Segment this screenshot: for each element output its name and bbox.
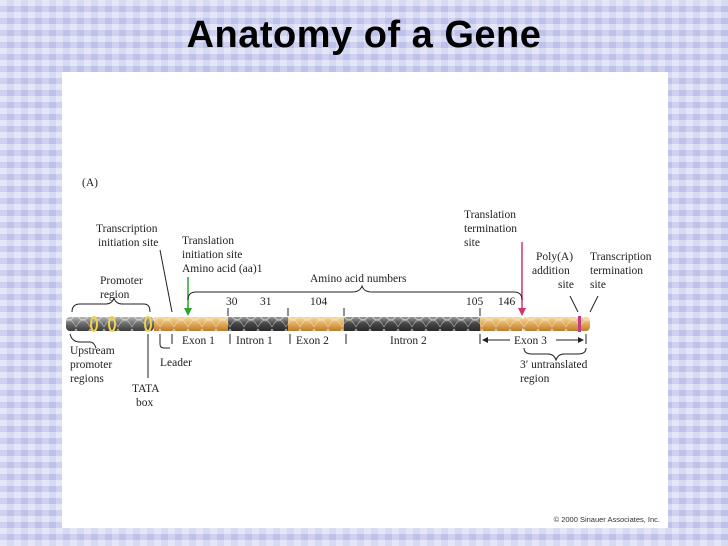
translation-initiation-label: initiation site xyxy=(182,249,242,261)
transcription-termination-pointer xyxy=(589,295,599,313)
transcription-termination-label: termination xyxy=(590,265,643,277)
upstream-label: promoter xyxy=(70,359,112,371)
slide-title: Anatomy of a Gene xyxy=(186,14,542,56)
polya-pointer xyxy=(569,295,579,313)
polya-label: site xyxy=(558,279,574,291)
dna-strand xyxy=(66,316,590,332)
intron2-label: Intron 2 xyxy=(390,335,427,347)
tata-label: box xyxy=(136,397,154,409)
aa-105-label: 105 xyxy=(466,296,484,308)
transcription-initiation-label: initiation site xyxy=(98,237,158,249)
figure-panel: (A) Transcription initiation site Transl… xyxy=(62,72,668,528)
translation-termination-label: Translation xyxy=(464,209,516,221)
panel-label: (A) xyxy=(82,177,98,189)
tata-label: TATA xyxy=(132,383,160,395)
aa-31-label: 31 xyxy=(260,296,272,308)
promoter-ring xyxy=(90,316,98,332)
copyright-notice: © 2000 Sinauer Associates, Inc. xyxy=(553,515,660,524)
leader-label: Leader xyxy=(160,357,192,369)
polya-label: addition xyxy=(532,265,570,277)
promoter-region-label: region xyxy=(100,289,130,301)
translation-initiation-arrowhead xyxy=(184,308,192,316)
promoter-ring xyxy=(144,316,152,332)
translation-termination-arrowhead xyxy=(518,308,526,316)
exon1-label: Exon 1 xyxy=(182,335,215,347)
promoter-bracket xyxy=(71,296,151,313)
polya-mark xyxy=(578,316,581,332)
exon2-label: Exon 2 xyxy=(296,335,329,347)
transcription-initiation-label: Transcription xyxy=(96,223,158,235)
intron1-label: Intron 1 xyxy=(236,335,273,347)
translation-termination-label: termination xyxy=(464,223,517,235)
utr-bracket xyxy=(523,347,587,362)
utr-label: region xyxy=(520,373,550,385)
transcription-termination-label: Transcription xyxy=(590,251,652,263)
upstream-bracket xyxy=(69,333,97,349)
translation-termination-label: site xyxy=(464,237,480,249)
upstream-label: Upstream xyxy=(70,345,115,357)
aa-30-label: 30 xyxy=(226,296,238,308)
polya-label: Poly(A) xyxy=(536,251,573,263)
leader-bracket xyxy=(159,334,170,349)
exon3-right-arrowhead xyxy=(578,337,584,343)
exon3-label: Exon 3 xyxy=(514,335,547,347)
amino-acid-numbers-label: Amino acid numbers xyxy=(310,273,407,285)
amino-acid-1-label: Amino acid (aa)1 xyxy=(182,263,263,275)
aa-104-label: 104 xyxy=(310,296,328,308)
transcription-termination-label: site xyxy=(590,279,606,291)
utr-label: 3′ untranslated xyxy=(520,359,588,371)
upstream-label: regions xyxy=(70,373,104,385)
translation-initiation-label: Translation xyxy=(182,235,234,247)
aa-146-label: 146 xyxy=(498,296,516,308)
amino-acid-bracket xyxy=(187,284,523,301)
transcription-initiation-pointer xyxy=(159,249,173,313)
promoter-ring xyxy=(108,316,116,332)
helix-overlay xyxy=(66,317,590,331)
gene-diagram: (A) Transcription initiation site Transl… xyxy=(66,177,652,409)
promoter-region-label: Promoter xyxy=(100,275,143,287)
exon3-left-arrowhead xyxy=(482,337,488,343)
